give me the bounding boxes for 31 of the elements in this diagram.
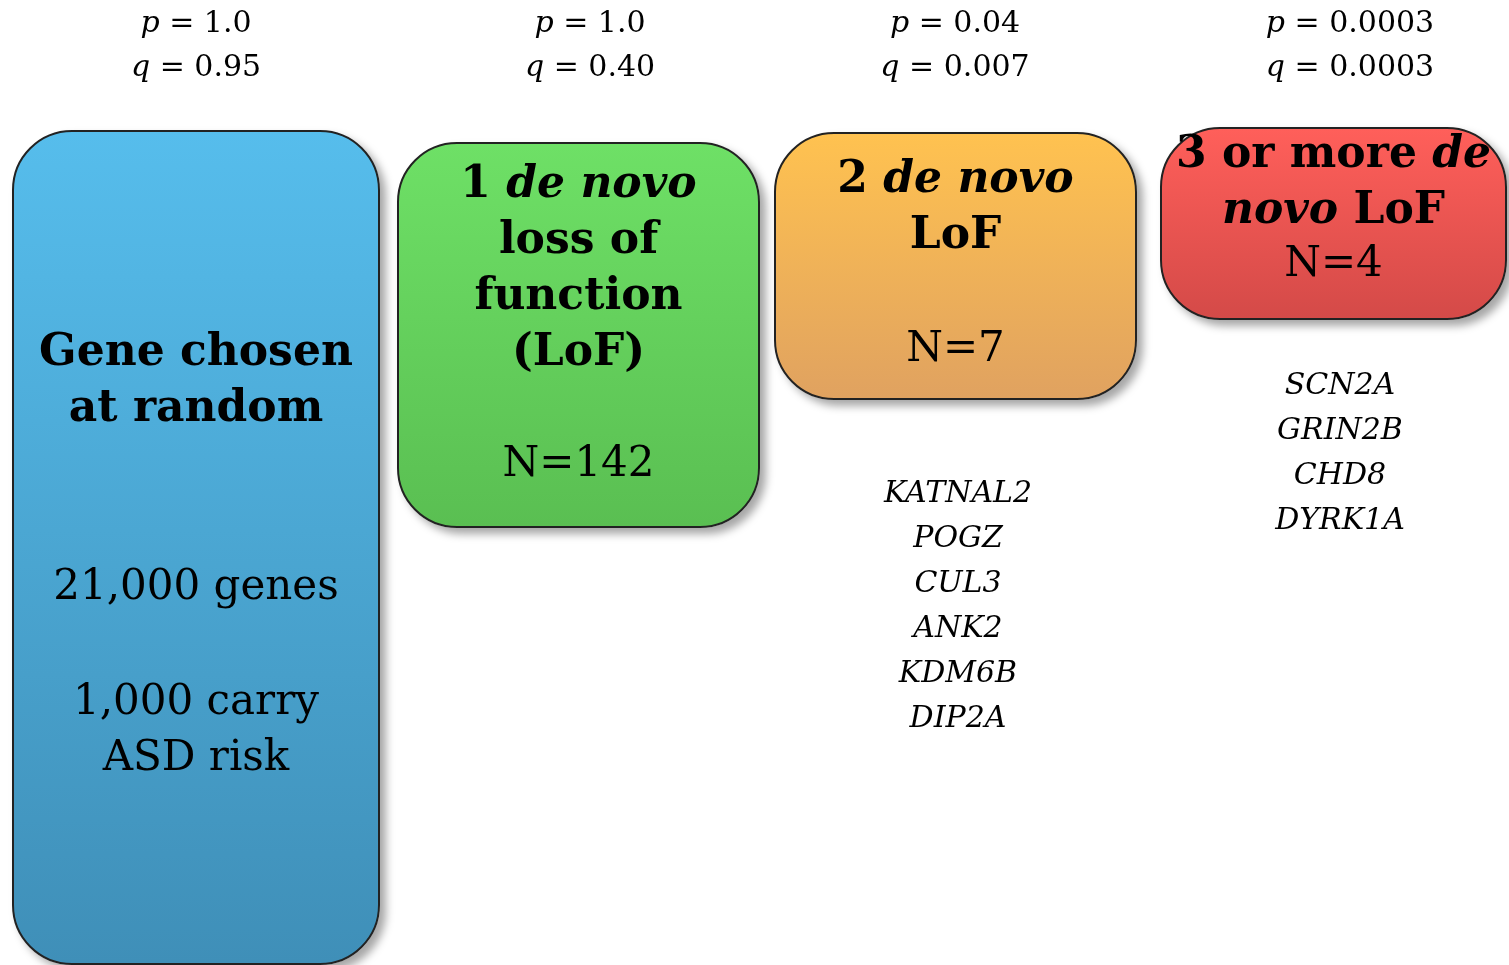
gene-name: POGZ [912, 518, 1005, 556]
statistic-text: q = 0.0003 [1264, 47, 1436, 85]
statistic-text: p = 0.04 [888, 3, 1022, 41]
heading-text: 2 de novo LoF [836, 150, 1075, 260]
rounded-box [397, 142, 760, 528]
gene-name: ANK2 [910, 608, 1004, 646]
count-text: N=7 [905, 321, 1006, 373]
statistic-text: p = 0.0003 [1264, 3, 1436, 41]
gene-name: CHD8 [1292, 455, 1388, 493]
gene-name: KDM6B [897, 653, 1019, 691]
gene-name: GRIN2B [1276, 410, 1404, 448]
count-text: N=142 [501, 436, 656, 488]
gene-name: DIP2A [908, 698, 1008, 736]
heading-text: Gene chosen at random [38, 323, 354, 433]
statistic-text: q = 0.95 [129, 47, 263, 85]
gene-name: DYRK1A [1274, 500, 1406, 538]
rounded-box [12, 130, 380, 965]
body-text: 21,000 genes [52, 559, 340, 611]
statistic-text: p = 1.0 [139, 3, 253, 41]
gene-name: CUL3 [913, 563, 1003, 601]
heading-text: 1 de novo loss of function (LoF) [459, 155, 698, 377]
heading-text: 3 or more de novo LoF [1175, 125, 1492, 235]
statistic-text: q = 0.40 [523, 47, 657, 85]
body-text: 1,000 carry ASD risk [71, 674, 320, 782]
statistic-text: q = 0.007 [879, 47, 1031, 85]
rounded-box [774, 132, 1137, 400]
gene-name: SCN2A [1283, 365, 1397, 403]
gene-name: KATNAL2 [882, 473, 1034, 511]
rounded-box [1160, 127, 1507, 320]
count-text: N=4 [1283, 236, 1384, 288]
statistic-text: p = 1.0 [533, 3, 647, 41]
